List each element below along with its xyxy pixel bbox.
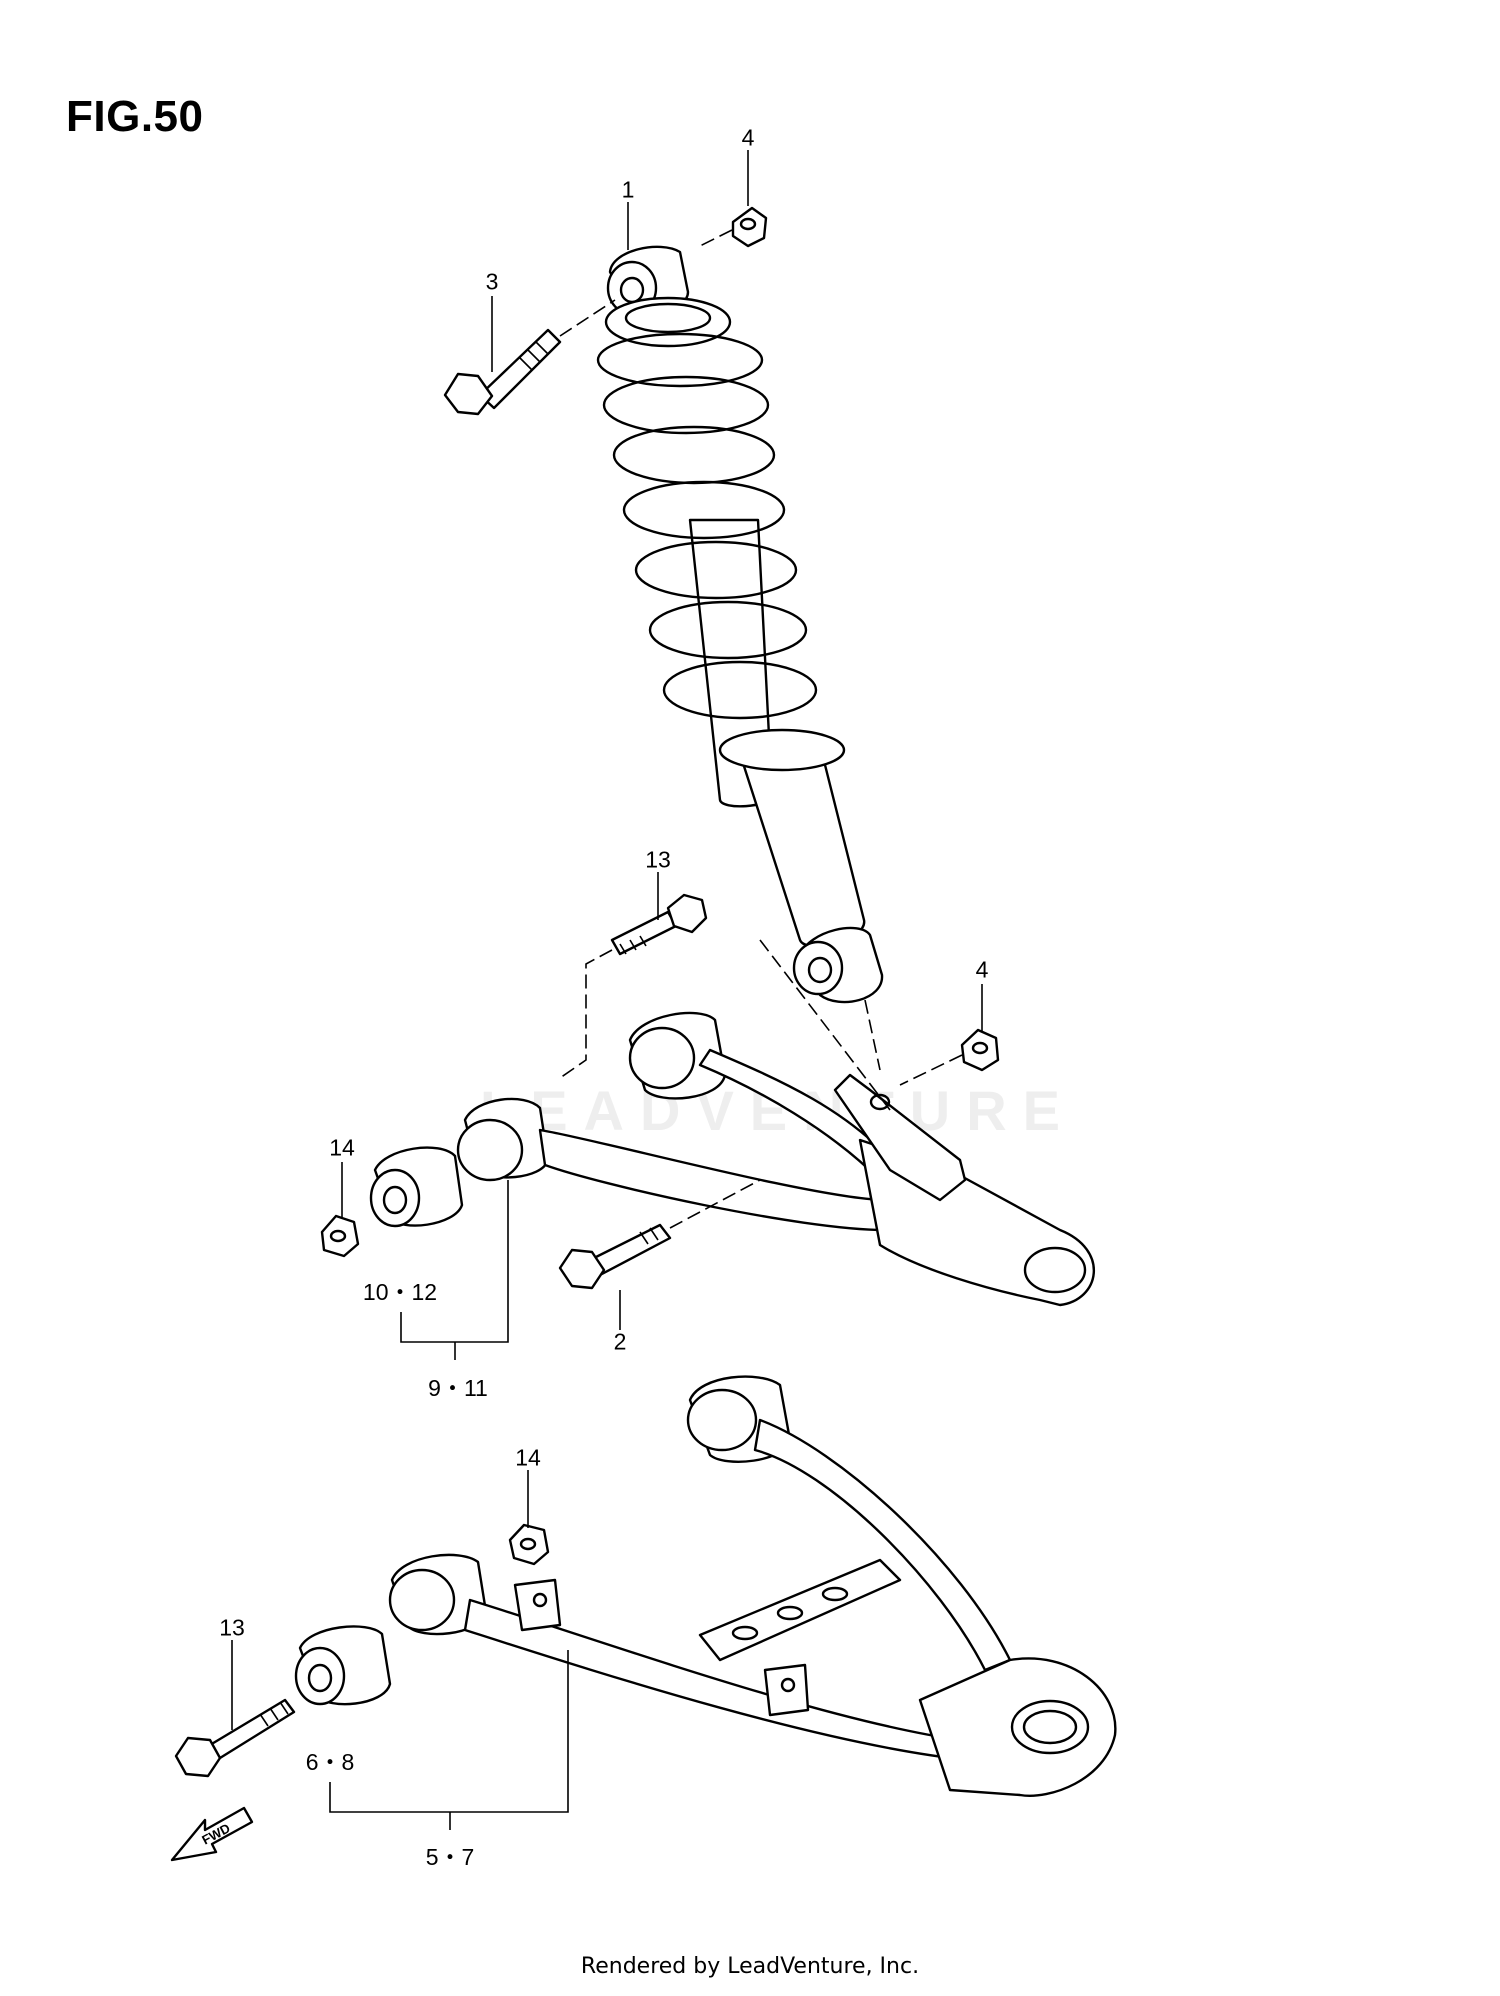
upper-arm[interactable] xyxy=(456,1011,1096,1307)
callout-4-lower: 4 xyxy=(975,956,989,983)
callout-10-12: 10・12 xyxy=(362,1279,438,1305)
callout-5-7: 5・7 xyxy=(425,1844,475,1870)
nut-14-lower[interactable] xyxy=(508,1523,550,1566)
callout-3: 3 xyxy=(485,268,499,295)
callout-14-lower: 14 xyxy=(515,1444,541,1471)
bolt-2[interactable] xyxy=(558,1223,672,1290)
callout-14-upper: 14 xyxy=(329,1134,355,1161)
bushing-6-8[interactable] xyxy=(294,1625,392,1706)
callout-9-11: 9・11 xyxy=(428,1375,488,1401)
callout-13-upper: 13 xyxy=(645,846,671,873)
callout-2: 2 xyxy=(613,1328,627,1355)
footer-credit: Rendered by LeadVenture, Inc. xyxy=(580,1954,920,1979)
lower-arm[interactable] xyxy=(388,1375,1117,1797)
nut-14-upper[interactable] xyxy=(320,1214,360,1258)
callout-1: 1 xyxy=(621,176,635,203)
nut-4-lower[interactable] xyxy=(960,1028,1000,1072)
shock-absorber[interactable] xyxy=(596,245,884,1004)
fwd-arrow-icon xyxy=(170,1806,254,1862)
bushing-10-12[interactable] xyxy=(369,1146,464,1228)
figure-title: FIG.50 xyxy=(66,92,204,141)
nut-4-upper[interactable] xyxy=(731,206,768,248)
bolt-13-lower[interactable] xyxy=(174,1698,296,1778)
callout-4-upper: 4 xyxy=(741,124,755,151)
callout-13-lower: 13 xyxy=(219,1614,245,1641)
callout-6-8: 6・8 xyxy=(305,1749,355,1775)
bolt-3[interactable] xyxy=(443,328,562,416)
bolt-13-upper[interactable] xyxy=(610,893,708,956)
